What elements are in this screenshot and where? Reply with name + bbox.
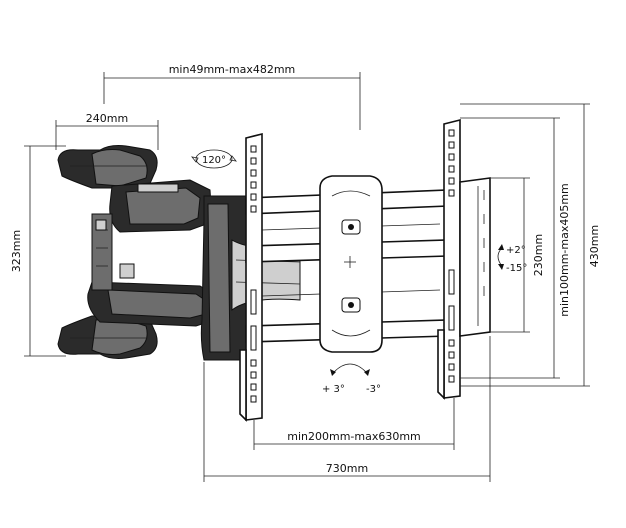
wall-plate-assembly (57, 145, 301, 361)
dim-bracket-height: 323mm (10, 145, 66, 357)
label-vesa-width: min200mm-max630mm (287, 430, 421, 443)
dim-overall-width: 730mm (203, 336, 491, 482)
label-top-depth: min49mm-max482mm (169, 63, 296, 76)
label-swivel: 120° (202, 155, 226, 166)
label-inner-height: 230mm (532, 234, 545, 276)
left-vertical-bracket (239, 132, 263, 422)
label-overall-width: 730mm (326, 462, 368, 475)
dim-top-depth: min49mm-max482mm (103, 63, 361, 130)
dim-vesa-width: min200mm-max630mm (253, 398, 455, 450)
label-vesa-height: min100mm-max405mm (558, 183, 571, 317)
right-vertical-bracket (437, 118, 461, 400)
label-level-minus: -3° (366, 384, 381, 395)
tilt-bracket (459, 177, 491, 337)
swivel-indicator: 120° (191, 149, 237, 169)
dim-arm-width: 240mm (55, 112, 159, 150)
label-overall-height: 430mm (588, 225, 601, 267)
label-bracket-height: 323mm (10, 230, 23, 272)
center-hub (319, 175, 383, 353)
dim-overall-height: 430mm (460, 103, 601, 387)
dim-vesa-height: min100mm-max405mm (460, 117, 571, 379)
tilt-indicator: +2° -15° (497, 244, 527, 274)
label-arm-width: 240mm (86, 112, 128, 125)
label-level-plus: + 3° (322, 384, 345, 395)
label-tilt-down: -15° (506, 263, 527, 274)
label-tilt-up: +2° (506, 245, 526, 256)
level-indicator: + 3° -3° (322, 363, 381, 395)
dim-inner-height: 230mm (490, 177, 545, 333)
